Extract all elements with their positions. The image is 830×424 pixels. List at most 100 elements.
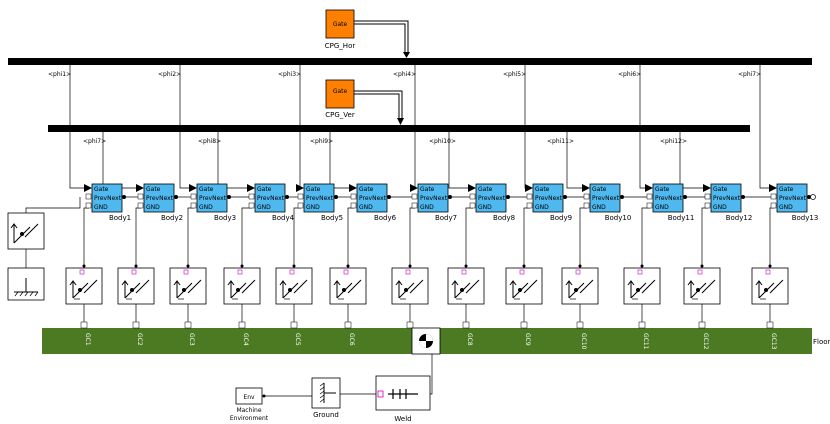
joint-block[interactable] xyxy=(561,267,599,305)
body-port-label: Gate xyxy=(655,186,670,193)
body-name: Body11 xyxy=(668,214,695,222)
body-port-label: Gate xyxy=(199,186,214,193)
joint-block[interactable] xyxy=(275,267,313,305)
body-port-label: Gate xyxy=(713,186,728,193)
top-bus-labels: <phi1><phi2><phi3><phi4><phi5><phi6><phi… xyxy=(48,71,761,78)
body-port-label: GND xyxy=(359,204,373,211)
joint-block[interactable] xyxy=(683,267,721,305)
body-port-label: Gate xyxy=(306,186,321,193)
top-bus-label: <phi3> xyxy=(278,71,301,78)
body-port-label: PrevNext xyxy=(535,195,563,202)
body-port-label: Gate xyxy=(592,186,607,193)
body-port-label: Gate xyxy=(779,186,794,193)
left-ground-block[interactable] xyxy=(7,267,45,301)
floor-port-label: GC1 xyxy=(84,333,91,346)
floor-port-label: GC11 xyxy=(642,333,649,350)
body-port-label: Gate xyxy=(146,186,161,193)
body-port-label: PrevNext xyxy=(146,195,174,202)
top-bus-label: <phi7> xyxy=(738,71,761,78)
body-port-label: PrevNext xyxy=(655,195,683,202)
floor-label: Floor xyxy=(813,338,830,346)
cpg-hor-port: Gate xyxy=(333,21,348,28)
mid-bus xyxy=(48,125,750,132)
mid-bus-label: <phi10> xyxy=(429,138,456,145)
joint-block[interactable] xyxy=(751,267,789,305)
body-port-label: PrevNext xyxy=(306,195,334,202)
ground-label: Ground xyxy=(313,411,339,419)
body-port-label: Gate xyxy=(535,186,550,193)
weld-block[interactable]: Weld xyxy=(375,375,431,423)
top-bus-label: <phi6> xyxy=(618,71,641,78)
body-port-label: PrevNext xyxy=(779,195,807,202)
body-port-label: PrevNext xyxy=(257,195,285,202)
body-port-label: PrevNext xyxy=(199,195,227,202)
body-port-label: GND xyxy=(257,204,271,211)
body-port-label: GND xyxy=(535,204,549,211)
body-port-label: Gate xyxy=(359,186,374,193)
body-port-label: GND xyxy=(420,204,434,211)
top-bus-label: <phi1> xyxy=(48,71,71,78)
body-port-label: PrevNext xyxy=(478,195,506,202)
joint-block[interactable] xyxy=(447,267,485,305)
cpg-ver-label: CPG_Ver xyxy=(325,111,355,119)
body-blocks: GatePrevNextGNDBody1GatePrevNextGNDBody2… xyxy=(85,183,819,222)
joint-block[interactable] xyxy=(329,267,367,305)
joint-block[interactable] xyxy=(623,267,661,305)
mid-bus-label: <phi7> xyxy=(83,138,106,145)
joint-block[interactable] xyxy=(391,267,429,305)
body-name: Body8 xyxy=(493,214,515,222)
ground-block[interactable]: Ground xyxy=(311,377,341,419)
floor-port-label: GC5 xyxy=(294,333,301,346)
mid-bus-label: <phi11> xyxy=(547,138,574,145)
floor-port-label: GC4 xyxy=(242,333,249,346)
body-name: Body13 xyxy=(792,214,819,222)
body-name: Body5 xyxy=(321,214,343,222)
body-name: Body2 xyxy=(161,214,183,222)
floor-port-label: GC12 xyxy=(702,333,709,350)
mid-bus-label: <phi8> xyxy=(198,138,221,145)
cpg-block-ver[interactable]: Gate CPG_Ver xyxy=(325,79,355,119)
body-name: Body3 xyxy=(214,214,236,222)
floor-port-label: GC8 xyxy=(466,333,473,346)
body-name: Body1 xyxy=(109,214,131,222)
body-port-label: Gate xyxy=(94,186,109,193)
body-port-label: GND xyxy=(94,204,108,211)
body-name: Body12 xyxy=(726,214,753,222)
top-bus-label: <phi5> xyxy=(503,71,526,78)
top-bus-label: <phi2> xyxy=(158,71,181,78)
mid-bus-labels: <phi7><phi8><phi9><phi10><phi11><phi12> xyxy=(83,138,687,145)
body-port-label: PrevNext xyxy=(359,195,387,202)
env-label-line1: Machine xyxy=(236,407,261,414)
env-block[interactable]: Env Machine Environment xyxy=(230,387,269,422)
body-port-label: Gate xyxy=(420,186,435,193)
floor-center-icon[interactable] xyxy=(411,327,441,355)
joint-block[interactable] xyxy=(65,267,103,305)
body-port-label: GND xyxy=(146,204,160,211)
body-port-label: GND xyxy=(713,204,727,211)
body-port-label: GND xyxy=(306,204,320,211)
left-joint-block[interactable] xyxy=(7,212,45,250)
joint-block[interactable] xyxy=(117,267,155,305)
joint-block[interactable] xyxy=(169,267,207,305)
floor-port-label: GC13 xyxy=(770,333,777,350)
env-label-line2: Environment xyxy=(230,415,269,422)
joint-block[interactable] xyxy=(505,267,543,305)
body-port-label: GND xyxy=(779,204,793,211)
body-port-label: GND xyxy=(199,204,213,211)
joint-block[interactable] xyxy=(223,267,261,305)
cpg-block-hor[interactable]: Gate CPG_Hor xyxy=(325,9,356,50)
